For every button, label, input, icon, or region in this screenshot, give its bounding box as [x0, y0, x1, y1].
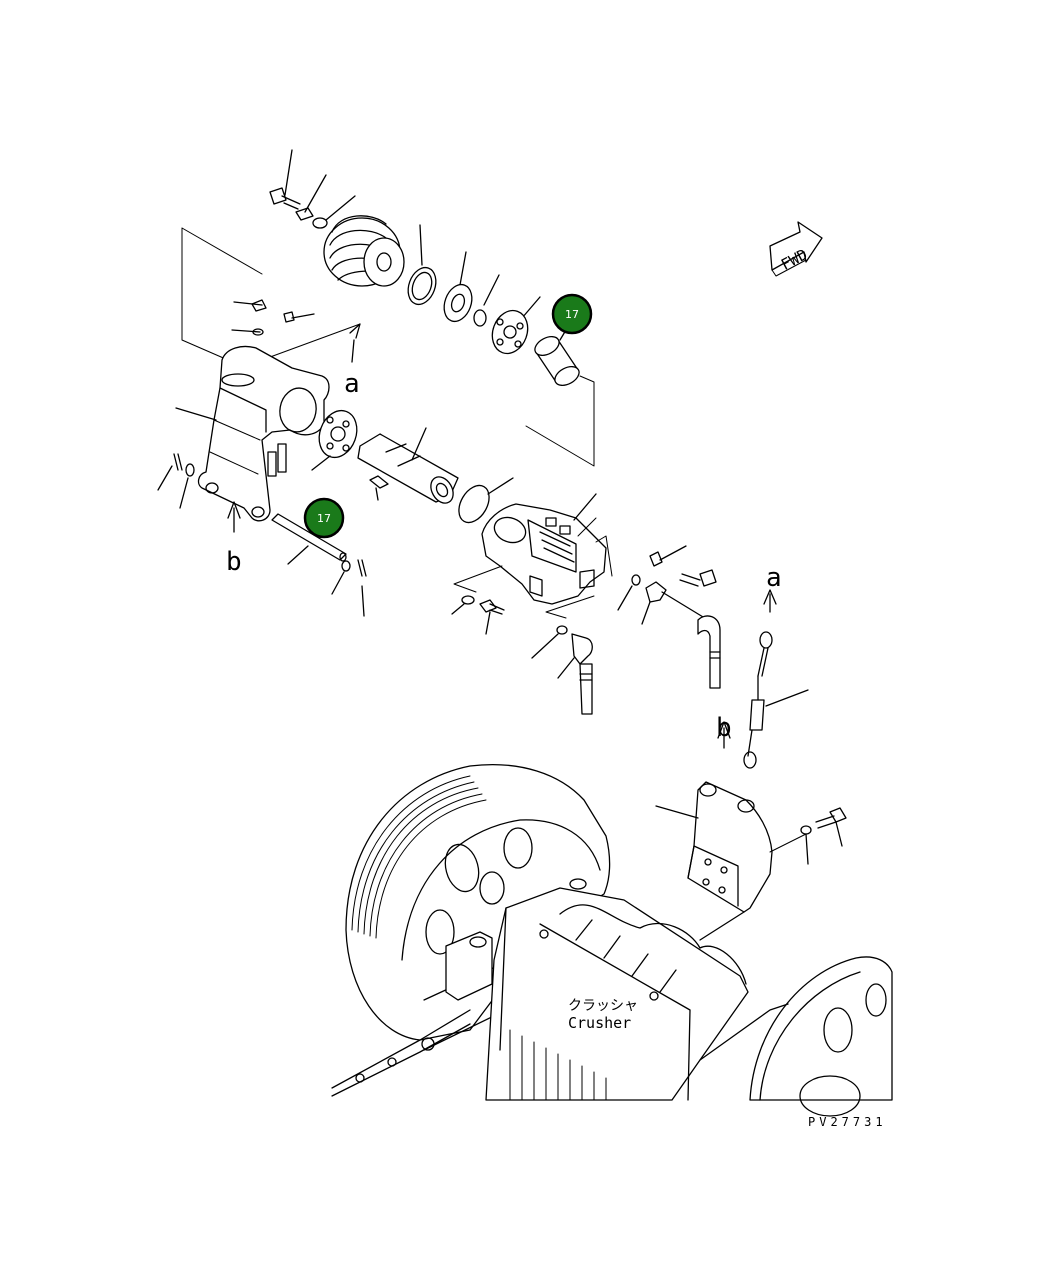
arrow-label-a-upper: a — [344, 369, 360, 399]
part-callout-17-upper[interactable]: 17 — [551, 293, 593, 335]
o-ring — [458, 477, 514, 524]
bearing-set — [407, 251, 541, 355]
drawing-code: PV27731 — [808, 1115, 887, 1129]
arrow-label-b-left: b — [226, 547, 242, 577]
part-callout-17-lower[interactable]: 17 — [303, 497, 345, 539]
hydraulic-motor — [453, 493, 613, 619]
callout-number: 17 — [317, 512, 331, 525]
arrow-label-a-right: a — [766, 563, 782, 593]
fwd-arrow-icon: FWD — [769, 221, 823, 277]
callout-number: 17 — [565, 308, 579, 321]
turnbuckle: a — [743, 563, 809, 769]
arrow-label-b-right: b — [716, 713, 732, 743]
top-hardware — [269, 149, 356, 229]
pin-and-clips: b — [157, 453, 367, 617]
lower-bracket: b — [655, 713, 847, 941]
fwd-label: FWD — [778, 245, 810, 274]
motor-bracket: a — [175, 227, 361, 522]
bushing — [525, 319, 595, 467]
drive-shaft — [357, 427, 459, 504]
crusher-label-jp: クラッシャ — [568, 998, 638, 1014]
bracket-bearing — [311, 409, 358, 471]
motor-bolts — [451, 574, 641, 659]
crusher-assembly: クラッシャ Crusher — [331, 763, 893, 1117]
hose-fittings — [557, 545, 721, 715]
drive-pulley — [323, 215, 423, 287]
crusher-label-en: Crusher — [568, 1014, 631, 1032]
